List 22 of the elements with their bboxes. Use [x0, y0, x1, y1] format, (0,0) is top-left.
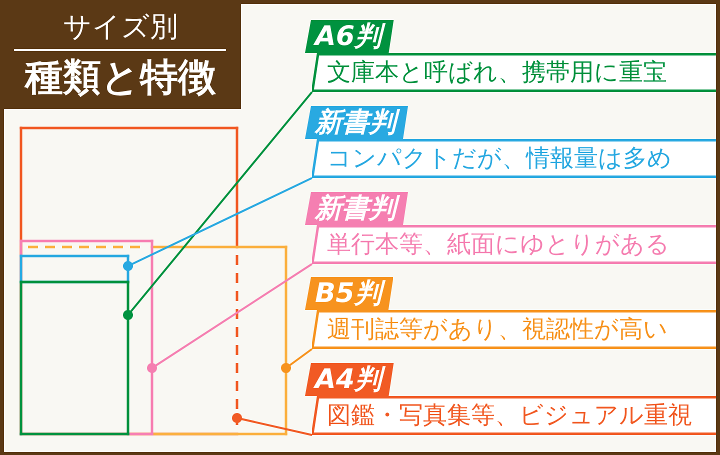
title-text: 種類と特徴	[25, 54, 216, 101]
size-tag: B5判	[305, 277, 394, 310]
callout	[305, 20, 716, 92]
description-text: 文庫本と呼ばれ、携帯用に重宝	[327, 57, 667, 88]
callout	[305, 277, 716, 349]
size-tag: 新書判	[305, 192, 408, 225]
size-tag: A4判	[305, 363, 394, 396]
description-text: 図鑑・写真集等、ビジュアル重視	[327, 400, 692, 431]
leader-line	[146, 263, 313, 374]
callout	[305, 192, 716, 264]
description-text: 単行本等、紙面にゆとりがある	[327, 229, 670, 260]
callout	[305, 363, 716, 435]
leader-line	[122, 91, 313, 320]
leader-line	[232, 412, 312, 436]
leader-line	[122, 177, 312, 272]
kicker-text: サイズ別	[63, 9, 178, 45]
size-tag: A6判	[305, 20, 394, 53]
callout	[305, 106, 716, 178]
size-tag: 新書判	[305, 106, 408, 139]
description-text: 週刊誌等があり、視認性が高い	[327, 314, 668, 345]
description-text: コンパクトだが、情報量は多め	[327, 143, 672, 174]
leader-line	[280, 348, 313, 374]
